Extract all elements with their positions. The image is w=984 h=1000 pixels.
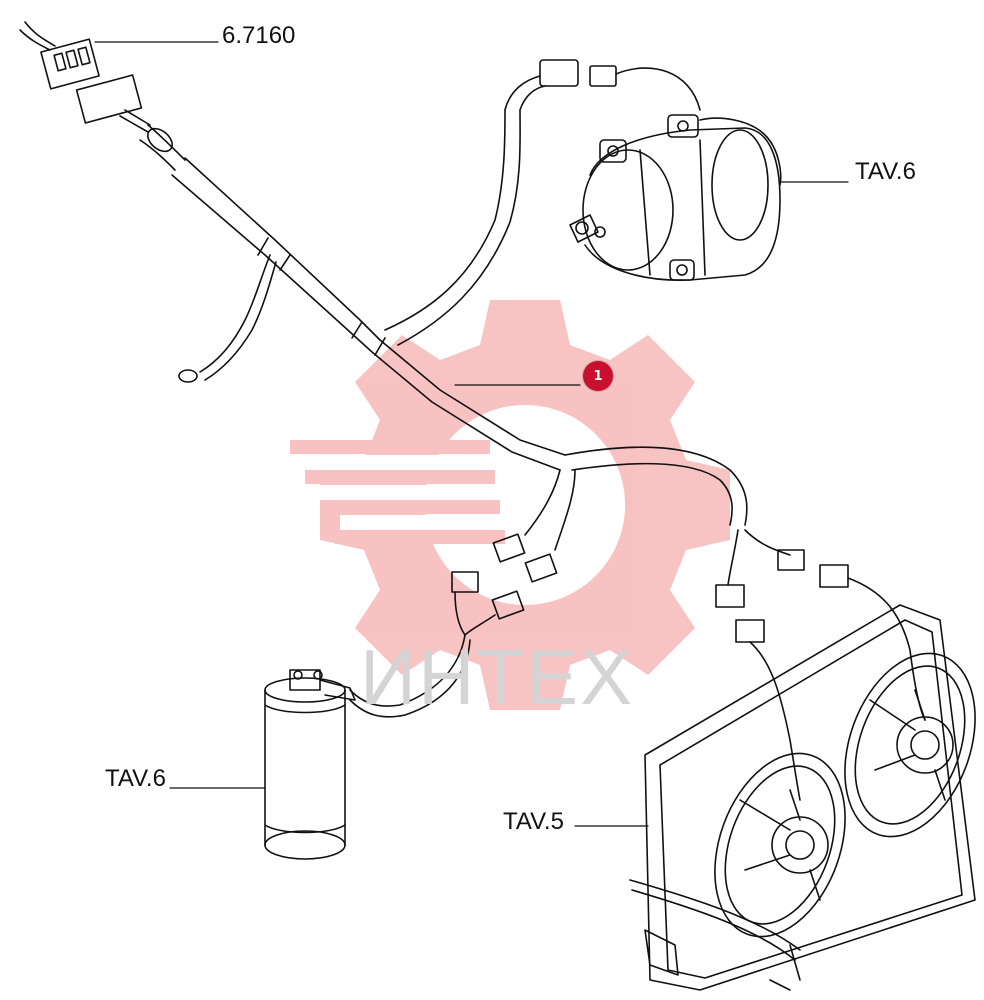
ac-compressor <box>569 114 849 281</box>
label-compressor-ref: TAV.6 <box>855 158 916 185</box>
receiver-drier <box>169 669 356 860</box>
label-receiver-ref: TAV.6 <box>105 765 166 792</box>
wiring-harness-main <box>139 59 926 801</box>
watermark-gear-logo <box>290 300 730 710</box>
radiator-fan-assembly <box>574 604 976 991</box>
watermark-text: ИНТЕХ <box>360 633 635 721</box>
connector-6-7160 <box>19 21 219 133</box>
callout-1-button[interactable]: 1 <box>583 361 613 391</box>
label-connector-code: 6.7160 <box>222 22 296 49</box>
label-fan-ref: TAV.5 <box>503 808 564 835</box>
